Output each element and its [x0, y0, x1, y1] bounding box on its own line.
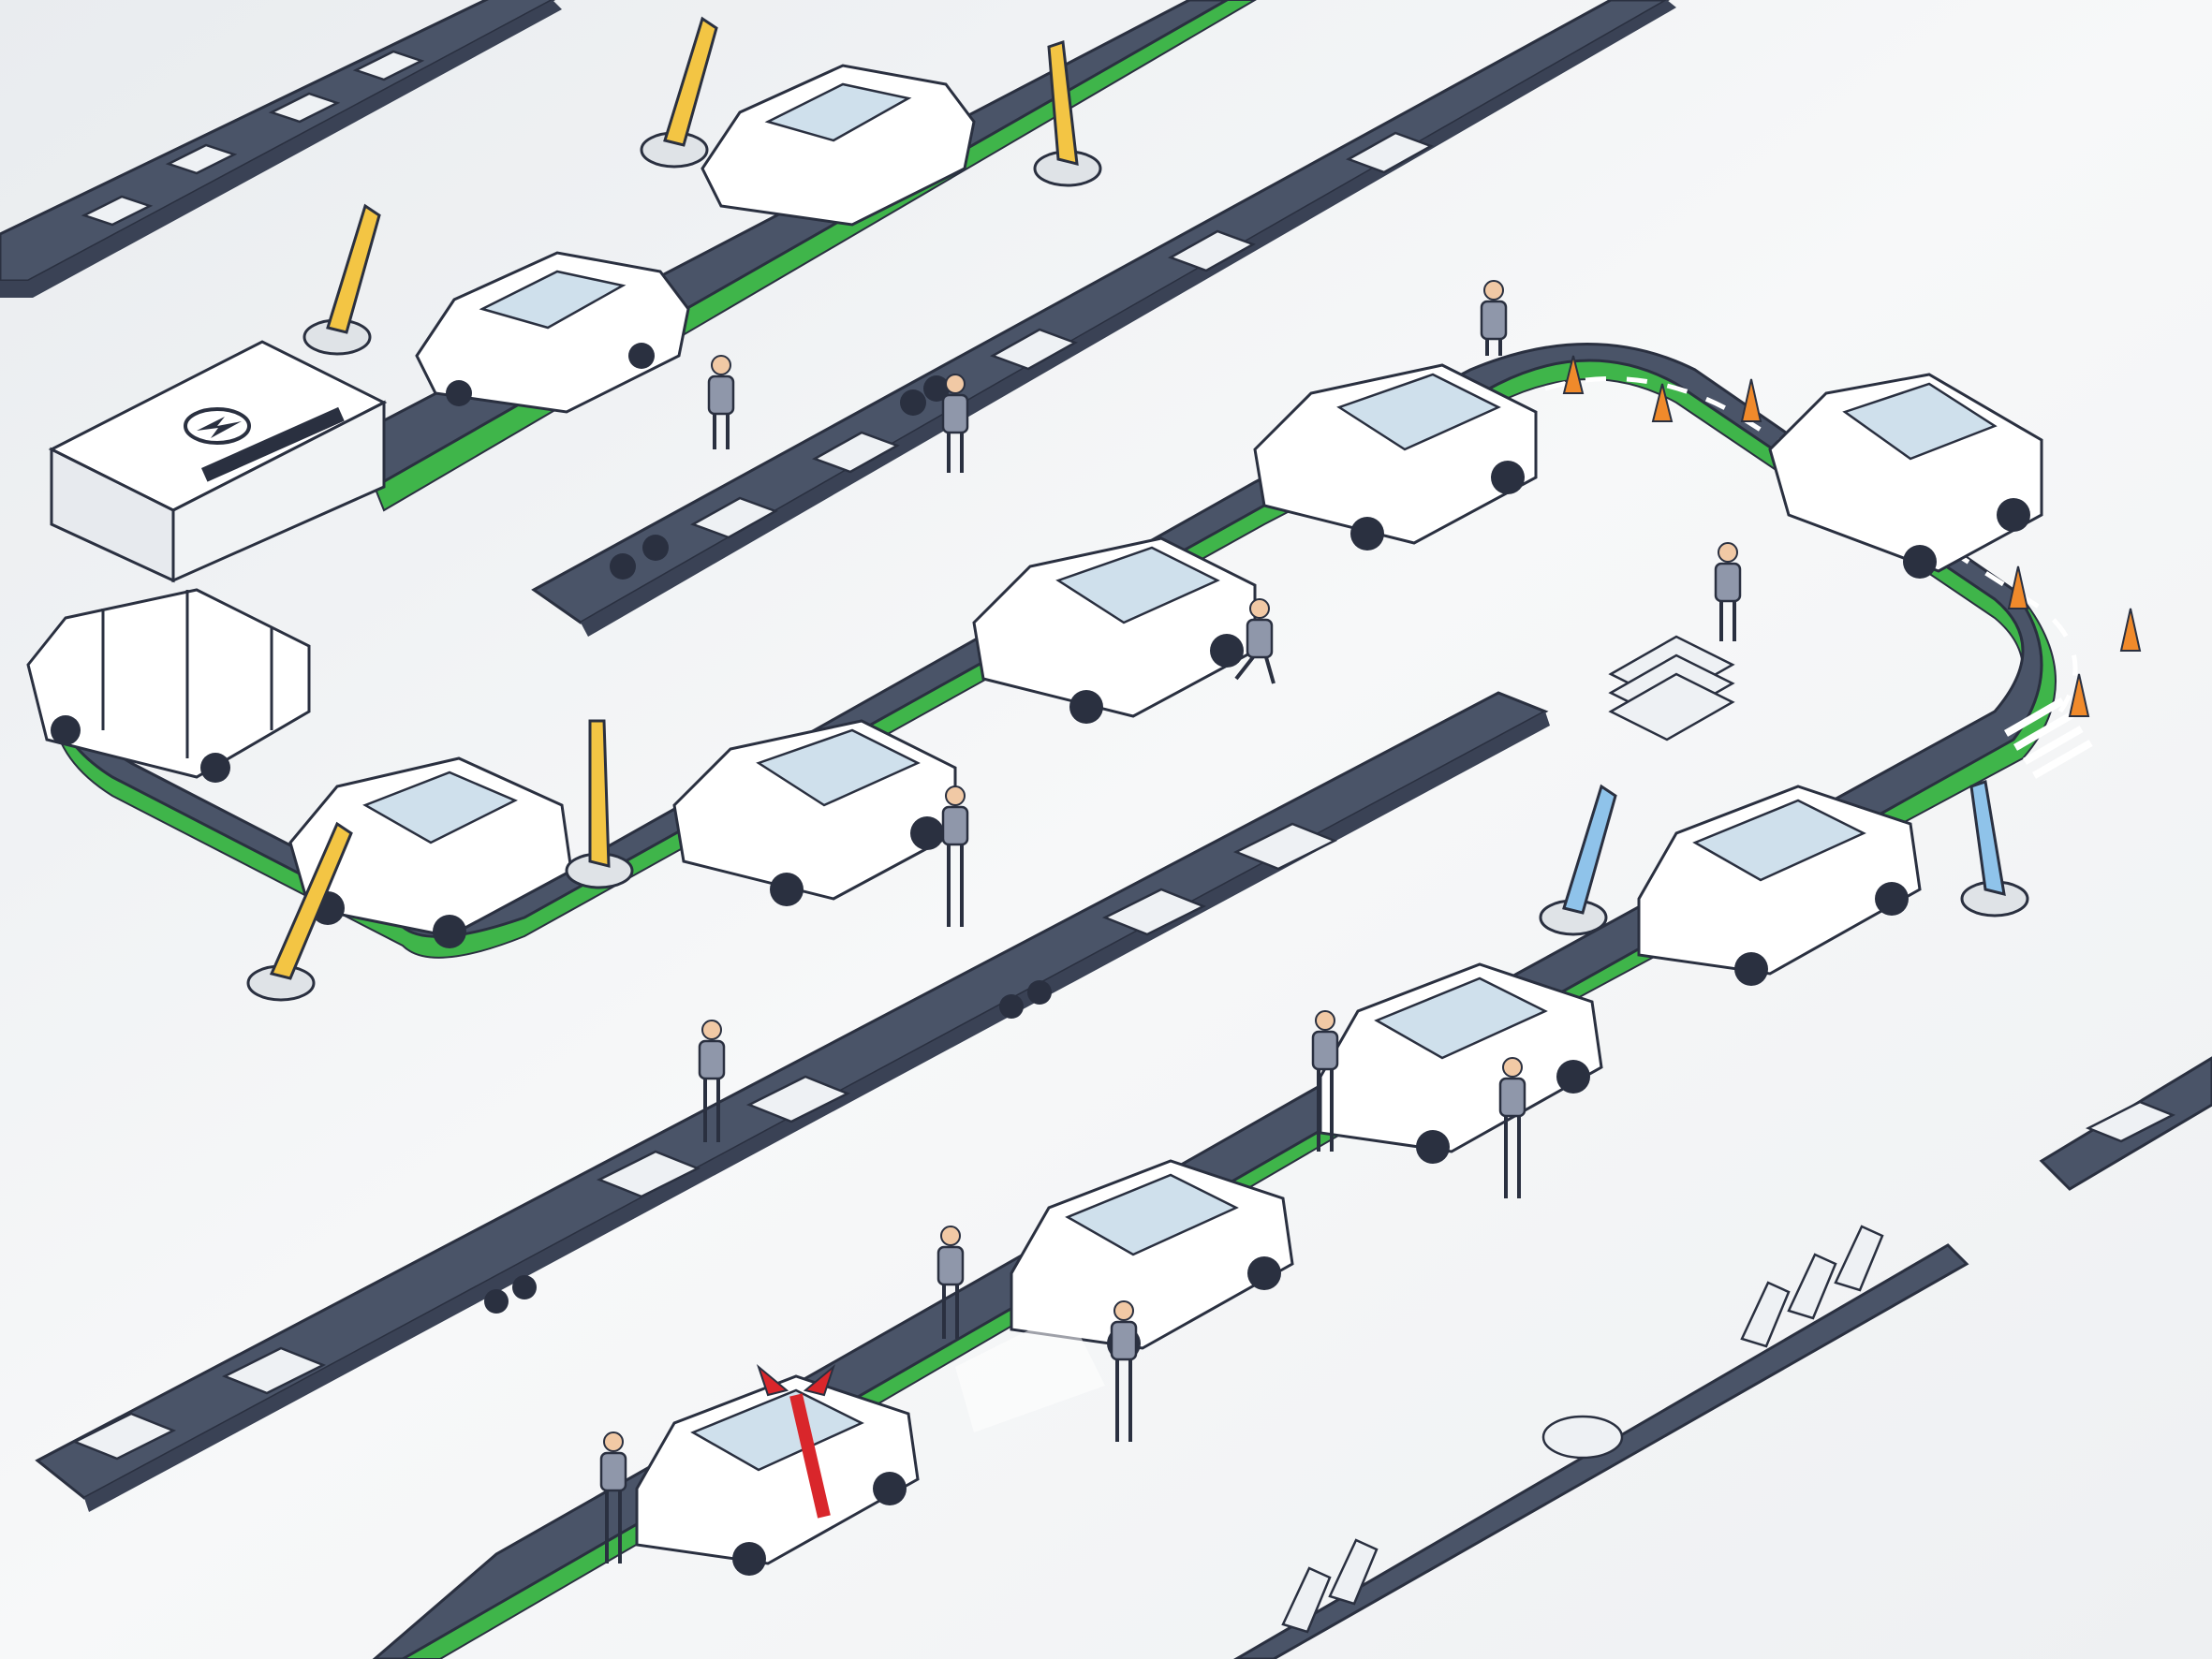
seat-parts: [1281, 1225, 1884, 1634]
worker: [1714, 542, 1742, 641]
worker: [1110, 1300, 1138, 1442]
car-test-track: [1768, 373, 2043, 579]
worker: [1498, 1057, 1526, 1198]
door-panel-parts: [690, 131, 1434, 539]
car-finished-gift: [635, 1363, 920, 1576]
worker: [936, 1226, 965, 1339]
inspection-light: [955, 1311, 1105, 1432]
car-paint-spray: [1637, 785, 1922, 986]
car-chassis-frame: [26, 588, 311, 783]
car-assembly-2: [972, 536, 1257, 724]
worker: [707, 355, 735, 449]
car-inspection-1: [1319, 962, 1603, 1164]
worker: [1234, 598, 1276, 684]
interior-parts-conveyor: [1233, 1225, 1969, 1659]
worker: [1480, 280, 1508, 356]
panel-trolley: [1608, 635, 1735, 741]
car-body-shell-2: [700, 64, 976, 227]
bumper-and-door-parts: [71, 822, 1338, 1461]
body-panel-parts: [81, 50, 425, 227]
car-inspection-2: [1010, 1159, 1294, 1360]
traffic-cone-icon: [1562, 355, 2142, 717]
worker: [698, 1020, 726, 1142]
worker: [599, 1431, 627, 1564]
parts-conveyor-lower: [35, 691, 1550, 1512]
robot-arm-icon: [246, 16, 2029, 1002]
lightning-logo-icon: [184, 407, 251, 445]
parts-conveyor-top-left: [0, 0, 562, 298]
car-body-shell-1: [415, 251, 690, 414]
car-assembly-3: [1253, 363, 1538, 551]
worker: [941, 785, 969, 927]
worker: [941, 374, 969, 473]
crosswalk: [2004, 697, 2093, 779]
workers: [599, 280, 1742, 1564]
worker: [1311, 1010, 1339, 1152]
tire-group-lower: [484, 980, 1052, 1314]
car-welding-station: [288, 756, 573, 948]
door-panel-part: [2085, 1100, 2176, 1143]
parts-conveyor-middle: [531, 0, 1676, 637]
paint-booth: [48, 340, 388, 583]
car-assembly-1: [672, 719, 957, 906]
gift-bow-icon: [756, 1363, 836, 1519]
tire-stack: [610, 375, 950, 580]
